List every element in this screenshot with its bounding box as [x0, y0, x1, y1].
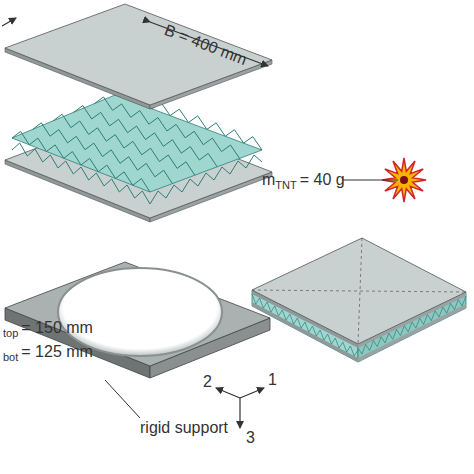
value-label: = 40 g: [300, 172, 345, 188]
top-face-sheet: [5, 4, 272, 109]
axis-label: 1: [268, 372, 277, 388]
axis-label: 2: [203, 374, 212, 390]
subscript: bot: [3, 352, 18, 363]
rigid-support: [5, 262, 270, 378]
value-label: = 150 mm: [21, 320, 93, 336]
leader-line: [105, 380, 140, 418]
value-label: = 125 mm: [21, 344, 93, 360]
subscript: TNT: [275, 180, 296, 191]
subscript: top: [3, 328, 18, 339]
assembled-panel: [252, 238, 466, 362]
axis-label: 3: [246, 430, 255, 446]
corrugated-core: [12, 88, 262, 204]
leader-line: [342, 180, 398, 181]
mass-symbol: m: [262, 172, 275, 188]
part-label: rigid support: [140, 420, 228, 436]
